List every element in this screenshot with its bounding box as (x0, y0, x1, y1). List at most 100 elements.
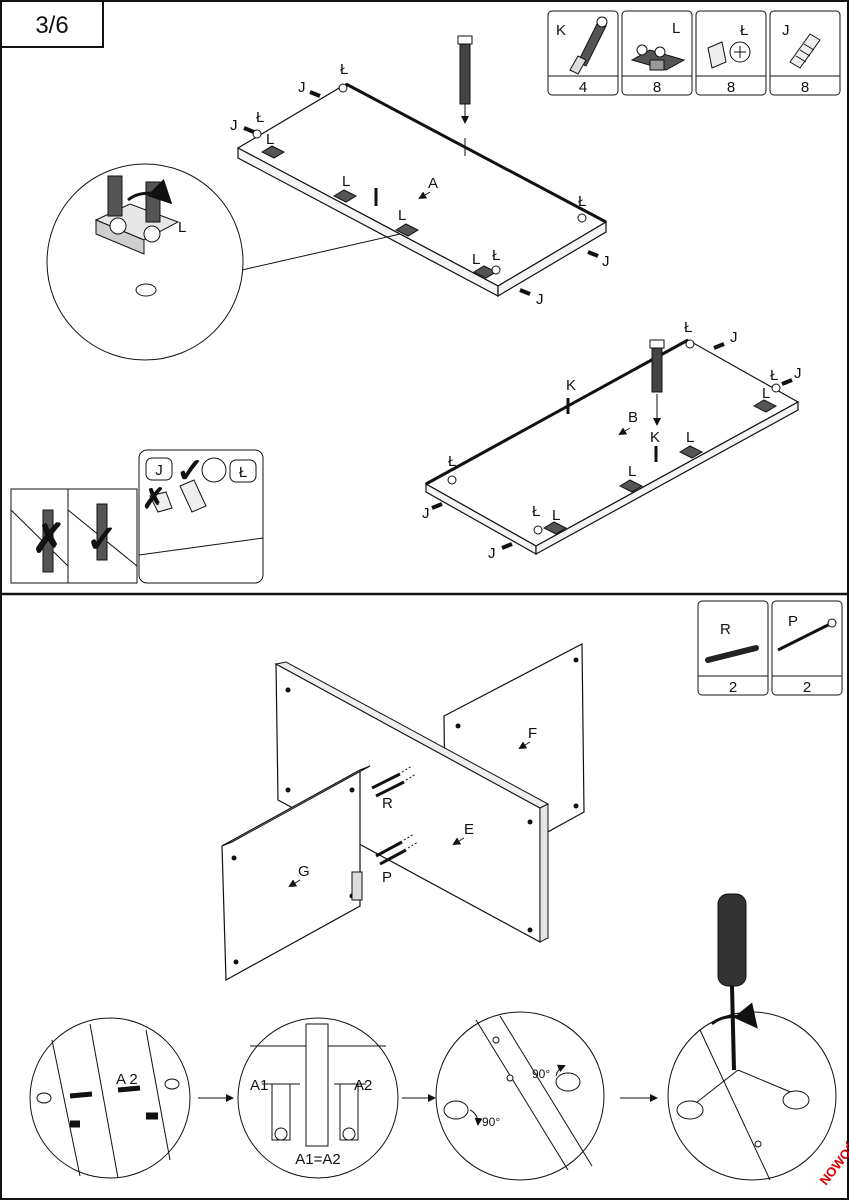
label-l: L (628, 463, 636, 480)
detail-circle-3: 90° 90° (435, 1011, 605, 1181)
detail-circle-4 (667, 893, 837, 1181)
label-l: L (398, 207, 406, 224)
label-j: J (422, 505, 430, 522)
screwdriver-icon (145, 181, 161, 223)
part-lz-card: Ł 8 (695, 10, 767, 96)
label-a2: A2 (354, 1077, 372, 1094)
cam-lock-icon (533, 525, 543, 535)
shelf-support-icon (630, 44, 686, 71)
part-k-letter: K (556, 22, 566, 39)
cam-lock-icon (491, 265, 501, 275)
part-l-count: 8 (653, 79, 661, 96)
label-l: L (762, 385, 770, 402)
part-j-card: J 8 (769, 10, 841, 96)
cam-bolt-icon (649, 339, 665, 426)
wooden-dowel-icon (243, 126, 255, 134)
part-k-card: K 4 (547, 10, 619, 96)
label-j: J (602, 253, 610, 270)
wooden-dowel-icon (309, 90, 321, 98)
label-k: K (566, 377, 576, 394)
wooden-dowel-icon (519, 288, 531, 296)
label-a2: A 2 (116, 1071, 138, 1088)
part-k-count: 4 (579, 79, 587, 96)
steel-pin-icon (375, 780, 405, 798)
cam-lock-icon (338, 83, 348, 93)
connector-pin-icon (69, 1091, 93, 1099)
label-k: K (650, 429, 660, 446)
label-l: L (178, 219, 186, 236)
label-lz: Ł (770, 367, 778, 384)
label-j: J (794, 365, 802, 382)
panel-b-label: B (628, 409, 638, 426)
panel-f-label: F (528, 725, 537, 742)
label-r: R (382, 795, 393, 812)
panel-a-assembly: J Ł J Ł L L L L Ł Ł J J A (230, 35, 610, 308)
part-p-card: P 2 (771, 600, 843, 696)
part-lz-letter: Ł (740, 22, 748, 39)
tip-screw-direction: ✗ ✓ (10, 488, 138, 584)
label-a1-equals-a2: A1=A2 (295, 1151, 340, 1168)
label-j: J (730, 329, 738, 346)
cam-bolt-icon (569, 16, 608, 75)
label-j: J (155, 462, 163, 479)
part-p-count: 2 (803, 679, 811, 696)
part-p-letter: P (788, 613, 798, 630)
label-j: J (488, 545, 496, 562)
cam-lock-icon (707, 41, 751, 69)
connector-pin-icon (777, 618, 837, 652)
check-icon: ✓ (86, 519, 118, 561)
part-l-card: L 8 (621, 10, 693, 96)
parts-legend-top: K 4 L 8 Ł (547, 10, 841, 96)
label-lz: Ł (239, 464, 247, 481)
wooden-dowel-icon (179, 479, 207, 513)
wooden-dowel-icon (781, 378, 793, 386)
cam-lock-icon (252, 129, 262, 139)
angle-label: 90° (482, 1115, 500, 1129)
angle-label: 90° (532, 1067, 550, 1081)
wooden-dowel-icon (149, 491, 173, 513)
shelf-support-icon (678, 445, 704, 459)
shelf-support-icon (394, 223, 420, 237)
wooden-dowel-icon (431, 502, 443, 510)
cam-lock-icon (771, 383, 781, 393)
rotate-arrow-icon (555, 1064, 566, 1077)
label-l: L (342, 173, 350, 190)
label-l: L (686, 429, 694, 446)
part-j-count: 8 (801, 79, 809, 96)
screwdriver-icon (107, 175, 123, 217)
cam-lock-icon (676, 1100, 704, 1120)
wooden-dowel-icon (501, 542, 513, 550)
label-lz: Ł (448, 453, 456, 470)
detail-zoom-support: L (46, 163, 401, 361)
panel-g: G (221, 765, 371, 982)
shelf-support-icon (618, 479, 644, 493)
panel-b-assembly: Ł J Ł J L K K L L Ł J Ł L J B (422, 319, 802, 562)
steel-pin-icon (371, 772, 401, 790)
label-lz: Ł (578, 193, 586, 210)
panel-g-label: G (298, 863, 310, 880)
connector-pin-icon (379, 848, 407, 866)
screwdriver-icon (710, 893, 758, 1071)
label-lz: Ł (256, 109, 264, 126)
label-l: L (472, 251, 480, 268)
label-l: L (552, 507, 560, 524)
wooden-dowel-icon (789, 33, 821, 69)
label-lz: Ł (492, 247, 500, 264)
cam-lock-icon (443, 1100, 469, 1120)
label-lz: Ł (684, 319, 692, 336)
wooden-dowel-icon (713, 342, 725, 350)
cam-lock-icon (685, 339, 695, 349)
part-r-card: R 2 (697, 600, 769, 696)
label-a1: A1 (250, 1077, 268, 1094)
cam-lock-icon (201, 457, 227, 483)
part-r-letter: R (720, 621, 731, 638)
rotate-arrow-icon (127, 178, 173, 205)
step-indicator: 3/6 (0, 0, 104, 48)
cam-lock-icon (577, 213, 587, 223)
cam-lock-icon (555, 1072, 581, 1092)
part-lz-count: 8 (727, 79, 735, 96)
part-r-count: 2 (729, 679, 737, 696)
label-j: J (298, 79, 306, 96)
connector-pin-icon (117, 1085, 141, 1093)
